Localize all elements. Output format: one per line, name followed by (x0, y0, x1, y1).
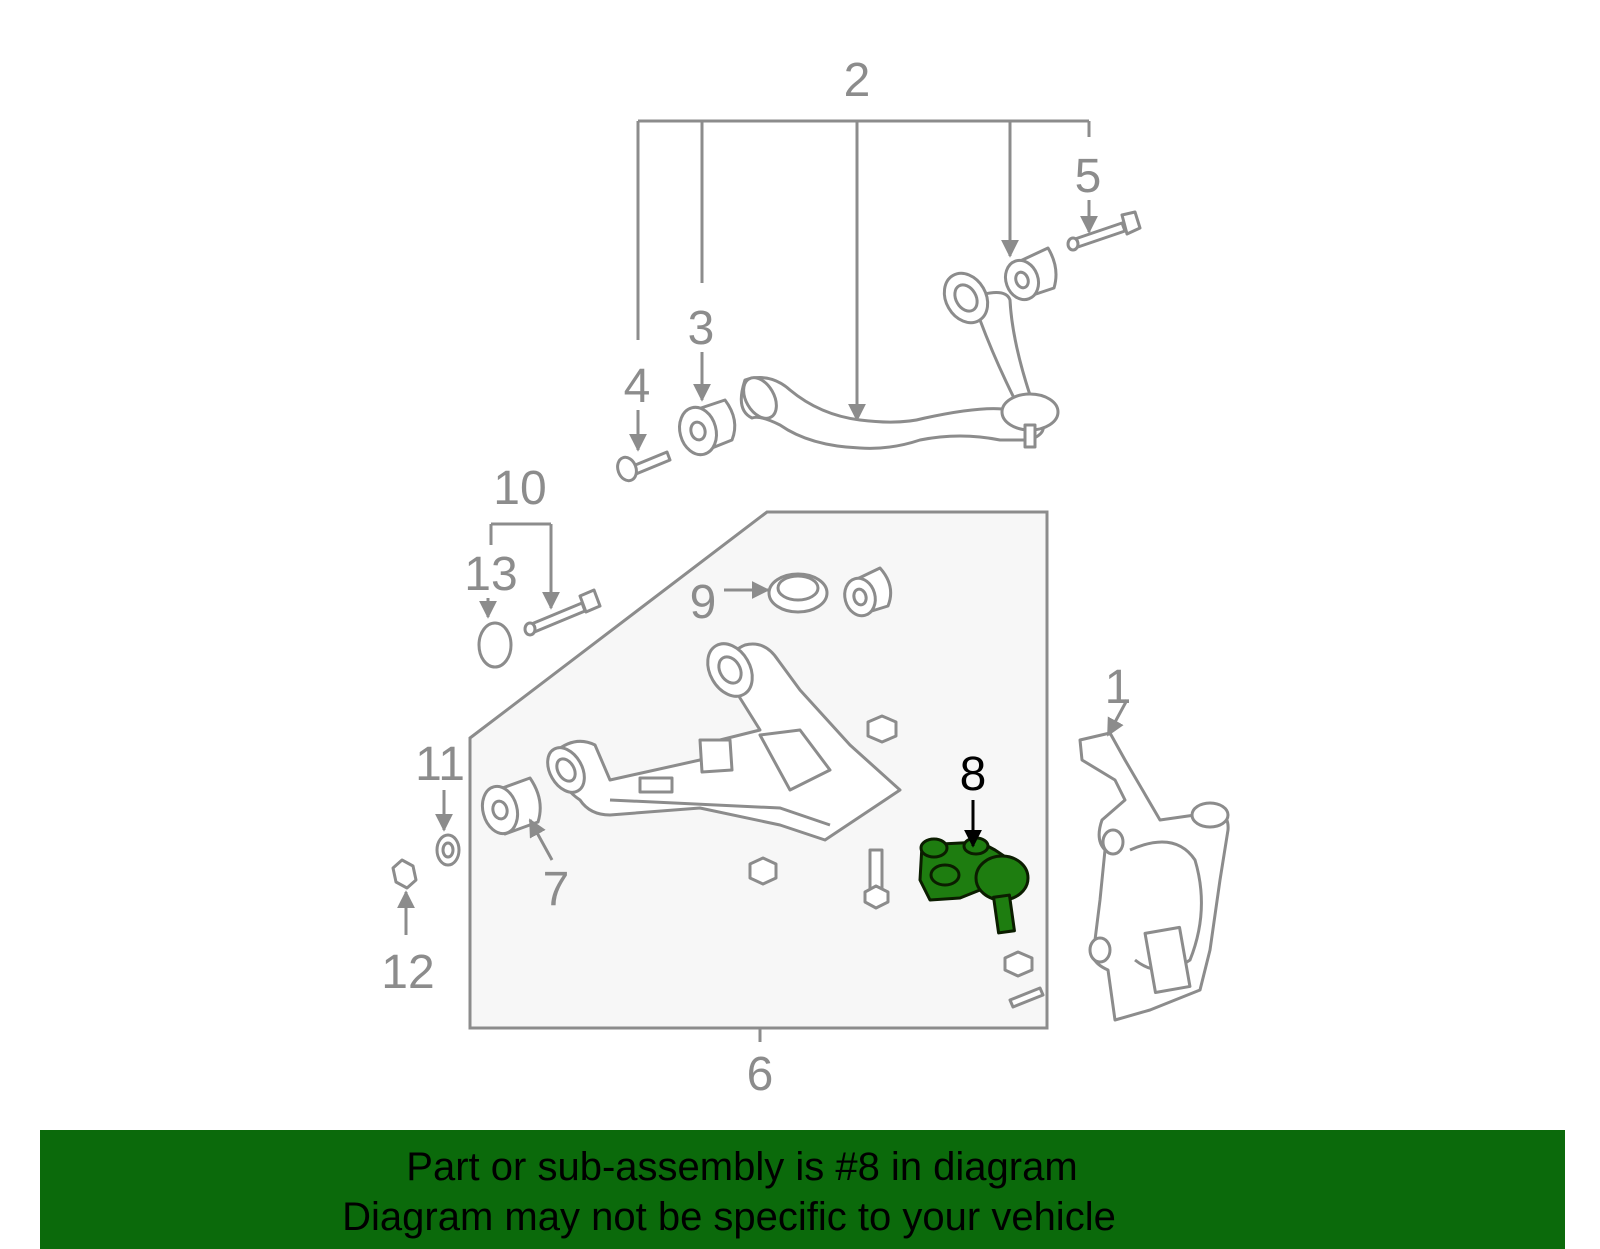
nut-icon (477, 621, 513, 669)
nut-icon (866, 714, 898, 744)
info-banner (40, 1130, 1565, 1249)
callout-2-bracket (636, 119, 1091, 422)
callout-9: 9 (690, 576, 717, 629)
callout-1: 1 (1105, 661, 1132, 714)
callout-6: 6 (747, 1048, 774, 1101)
bushing-icon (843, 566, 893, 618)
bolt-icon (616, 450, 672, 483)
callout-3: 3 (688, 302, 715, 355)
callout-2: 2 (844, 54, 871, 107)
banner-line-2: Diagram may not be specific to your vehi… (342, 1195, 1116, 1239)
bolt-icon (1008, 986, 1045, 1009)
callout-8: 8 (960, 748, 987, 801)
ball-joint-icon (918, 836, 1030, 935)
steering-knuckle (1078, 731, 1230, 1022)
callout-11: 11 (415, 738, 465, 791)
bushing-icon (678, 398, 737, 457)
bolt-icon (863, 848, 890, 910)
bolt-icon (523, 588, 602, 637)
callout-13: 13 (464, 548, 517, 601)
callout-5: 5 (1075, 150, 1102, 203)
callout-7: 7 (543, 863, 570, 916)
bolt-icon (1066, 210, 1142, 252)
callout-10: 10 (493, 462, 546, 515)
nut-icon (391, 858, 418, 890)
nut-icon (748, 856, 778, 886)
bushing-icon (1003, 246, 1058, 302)
callout-12: 12 (381, 946, 434, 999)
upper-control-arm (739, 271, 1060, 450)
callout-4: 4 (624, 360, 651, 413)
bushing-icon (767, 572, 829, 614)
callout-10-bracket (489, 522, 560, 610)
nut-icon (435, 833, 461, 867)
banner-line-1: Part or sub-assembly is #8 in diagram (406, 1145, 1077, 1189)
nut-icon (1003, 950, 1034, 978)
lower-control-arm (546, 642, 902, 842)
